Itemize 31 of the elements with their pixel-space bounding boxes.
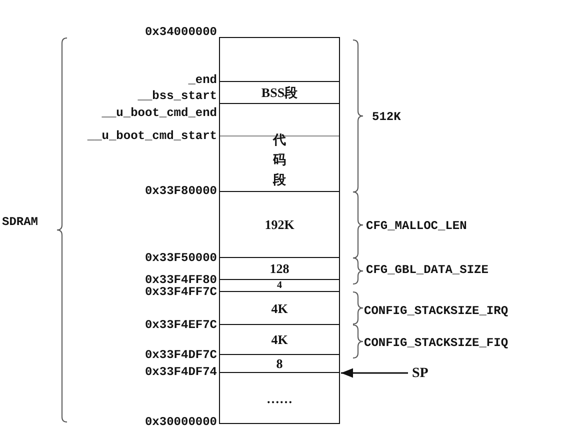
address-label: 0x33F4EF7C <box>144 319 217 331</box>
memory-block: 128 <box>219 257 340 280</box>
macro-label: CFG_GBL_DATA_SIZE <box>366 264 488 276</box>
size-label: 512K <box>372 111 401 123</box>
memory-block: 4K <box>219 324 340 355</box>
memory-block: 192K <box>219 191 340 258</box>
address-label: 0x33F50000 <box>144 252 217 264</box>
arrow <box>341 368 408 378</box>
address-label: 0x30000000 <box>144 416 217 428</box>
pointer-label: SP <box>412 366 428 382</box>
symbol-label: __bss_start <box>138 90 217 102</box>
address-label: 0x33F4FF80 <box>144 274 217 286</box>
macro-label: CONFIG_STACKSIZE_FIQ <box>364 337 508 349</box>
macro-label: CONFIG_STACKSIZE_IRQ <box>364 305 508 317</box>
memory-block <box>219 37 340 82</box>
address-label: 0x33F4DF74 <box>144 366 217 378</box>
memory-block: 8 <box>219 354 340 373</box>
symbol-label: _end <box>188 74 217 86</box>
address-label: 0x34000000 <box>144 26 217 38</box>
symbol-label: __u_boot_cmd_start <box>87 130 217 142</box>
memory-block: BSS段 <box>219 81 340 104</box>
memory-block: 代码段 <box>219 103 340 192</box>
symbol-label: __u_boot_cmd_end <box>102 107 217 119</box>
memory-block: 4K <box>219 291 340 325</box>
address-label: 0x33F4FF7C <box>144 286 217 298</box>
address-label: 0x33F80000 <box>144 185 217 197</box>
memory-label: SDRAM <box>2 216 38 228</box>
memory-block: …… <box>219 372 340 424</box>
address-label: 0x33F4DF7C <box>144 349 217 361</box>
macro-label: CFG_MALLOC_LEN <box>366 220 467 232</box>
memory-block: 4 <box>219 279 340 292</box>
